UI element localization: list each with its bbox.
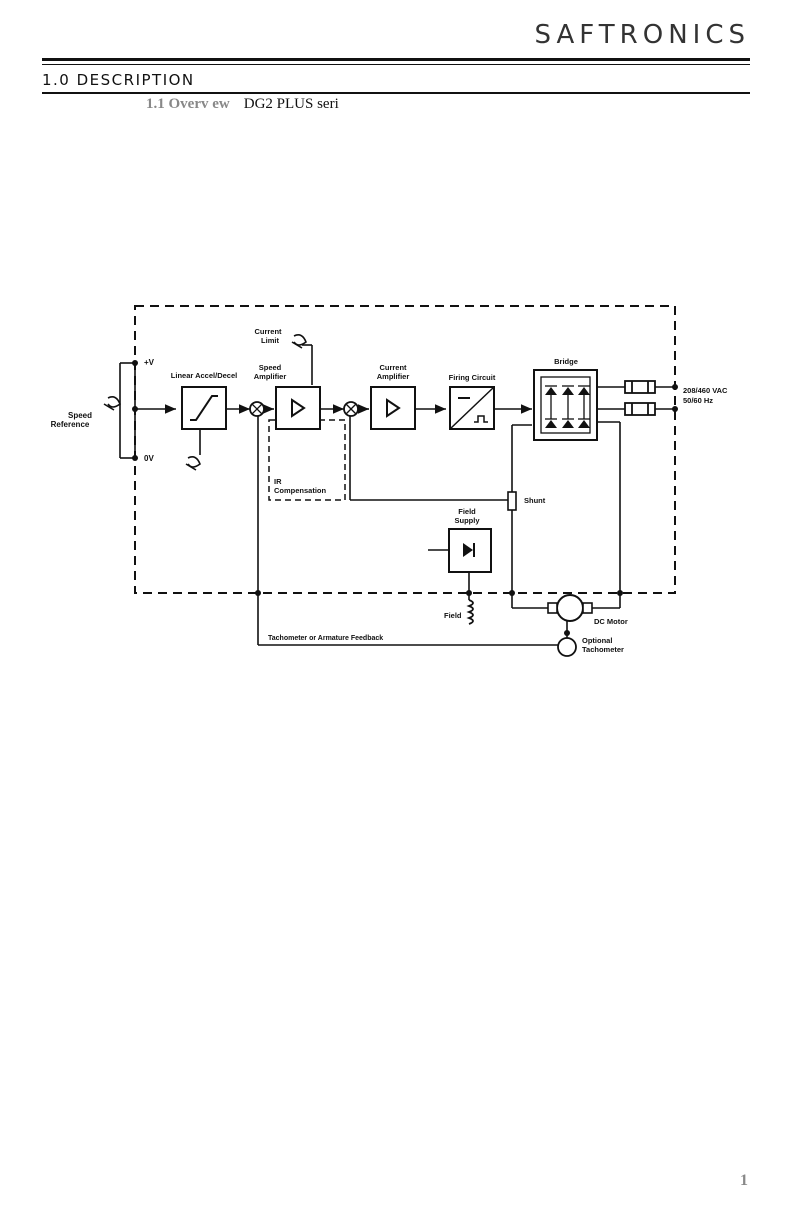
shunt-resistor [508,492,516,510]
label-speed-amp-2: Amplifier [254,372,287,381]
label-bridge: Bridge [554,357,578,366]
field-winding-icon [469,600,473,624]
label-tach-1: Optional [582,636,612,645]
label-tach-2: Tachometer [582,645,624,654]
label-firing-circuit: Firing Circuit [449,373,496,382]
label-current-limit-2: Limit [261,336,279,345]
label-dc-motor: DC Motor [594,617,628,626]
label-ir-comp-2: Compensation [274,486,327,495]
page-number: 1 [740,1172,748,1190]
field-supply-block [449,529,491,572]
label-speed-reference-2: Reference [51,420,90,429]
label-field-supply-1: Field [458,507,476,516]
label-feedback: Tachometer or Armature Feedback [268,635,383,642]
dc-motor-icon [548,595,592,621]
label-supply-1: 208/460 VAC [683,386,728,395]
label-current-amp-2: Amplifier [377,372,410,381]
speed-reference-pot-icon [104,397,120,410]
label-plus-v: +V [144,358,155,367]
tachometer-icon [558,638,576,656]
current-limit-pot-icon [292,335,306,348]
label-current-limit-1: Current [254,327,282,336]
label-current-amp-1: Current [379,363,407,372]
label-supply-2: 50/60 Hz [683,396,713,405]
label-shunt: Shunt [524,496,546,505]
firing-circuit-block [450,387,494,429]
supply-fuses [625,381,655,415]
label-accel-decel: Linear Accel/Decel [171,371,237,380]
label-field: Field [444,611,462,620]
drive-enclosure [135,306,675,593]
accel-decel-pot-icon [186,430,200,470]
speed-summing-junction [250,402,264,416]
label-field-supply-2: Supply [454,516,480,525]
bridge-block [534,370,597,440]
speed-amplifier-block [276,387,320,429]
label-ir-comp-1: IR [274,477,282,486]
label-speed-amp-1: Speed [259,363,282,372]
label-zero-v: 0V [144,454,154,463]
current-summing-junction [344,402,358,416]
accel-decel-block [182,387,226,429]
current-amplifier-block [371,387,415,429]
label-speed-reference-1: Speed [68,411,92,420]
